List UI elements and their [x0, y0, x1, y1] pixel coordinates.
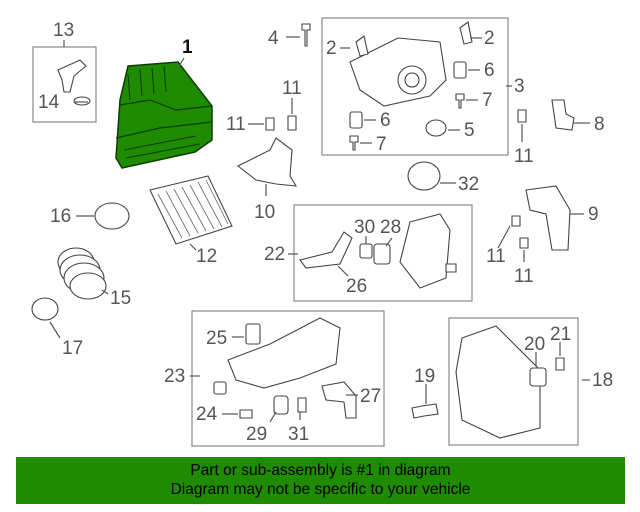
- part-2-clip-left[interactable]: [355, 35, 369, 57]
- group-box-23: [191, 310, 385, 447]
- part-18-resonator-chamber[interactable]: [455, 325, 541, 439]
- part-6-grommet-upper[interactable]: [453, 61, 467, 79]
- banner-line-1: Part or sub-assembly is #1 in diagram: [190, 462, 451, 479]
- callout-11-c: 11: [514, 146, 534, 167]
- callout-13: 13: [53, 20, 74, 41]
- part-30-grommet[interactable]: [359, 243, 373, 259]
- part-27-bracket[interactable]: [321, 381, 357, 419]
- part-11-bolt-a[interactable]: [265, 117, 275, 131]
- callout-31: 31: [288, 424, 309, 445]
- part-32-seal[interactable]: [407, 161, 441, 191]
- part-11-bolt-d[interactable]: [511, 215, 521, 227]
- callout-28: 28: [380, 217, 401, 238]
- callout-14: 14: [38, 92, 60, 113]
- part-21-bolt[interactable]: [555, 357, 565, 371]
- callout-12: 12: [196, 246, 217, 267]
- callout-17: 17: [62, 338, 83, 359]
- callout-3: 3: [514, 76, 525, 97]
- part-17-clamp[interactable]: [31, 297, 59, 321]
- part-9-bracket[interactable]: [525, 185, 571, 251]
- part-24-bolt[interactable]: [239, 409, 253, 419]
- callout-15: 15: [110, 288, 131, 309]
- notice-banner: Part or sub-assembly is #1 in diagram Di…: [16, 457, 625, 504]
- leader-lines: [49, 36, 590, 423]
- callout-29: 29: [246, 424, 267, 445]
- callout-20: 20: [524, 334, 545, 355]
- part-11-bolt-c[interactable]: [517, 109, 527, 123]
- callout-27: 27: [360, 386, 381, 407]
- callout-11-a: 11: [226, 114, 246, 135]
- part-20-grommet[interactable]: [529, 367, 547, 387]
- part-1-air-cleaner-housing[interactable]: [115, 61, 213, 169]
- part-12-air-filter[interactable]: [149, 175, 233, 245]
- part-15-intake-hose[interactable]: [57, 247, 107, 300]
- callout-5: 5: [464, 120, 475, 141]
- part-23-grommet[interactable]: [213, 381, 227, 395]
- callout-6-lower: 6: [380, 110, 391, 131]
- callout-25: 25: [206, 328, 227, 349]
- callout-8: 8: [594, 114, 605, 135]
- callout-16: 16: [50, 206, 71, 227]
- group-box-18: [448, 317, 579, 446]
- part-23-intake-tube[interactable]: [227, 317, 341, 389]
- callout-10: 10: [254, 202, 275, 223]
- callout-9: 9: [588, 204, 599, 225]
- part-11-bolt-b[interactable]: [287, 115, 297, 131]
- callout-2-right: 2: [484, 28, 495, 49]
- callout-26: 26: [346, 276, 367, 297]
- part-31-bolt[interactable]: [297, 397, 307, 413]
- callout-32: 32: [458, 174, 479, 195]
- callout-7-upper: 7: [482, 90, 493, 111]
- callout-4: 4: [268, 28, 279, 49]
- part-8-bracket[interactable]: [551, 99, 575, 131]
- part-19-bolt[interactable]: [411, 403, 439, 419]
- callout-22: 22: [264, 244, 285, 265]
- part-2-clip-right[interactable]: [459, 21, 473, 45]
- part-10-bracket[interactable]: [236, 137, 298, 187]
- part-16-clamp[interactable]: [94, 202, 130, 230]
- part-11-bolt-e[interactable]: [519, 237, 529, 249]
- part-7-bolt-lower[interactable]: [349, 135, 359, 151]
- callout-21: 21: [550, 324, 571, 345]
- part-29-mount[interactable]: [273, 395, 289, 415]
- part-4-bolt[interactable]: [301, 23, 311, 47]
- callout-11-d: 11: [486, 246, 506, 267]
- group-box-22: [293, 204, 473, 302]
- callout-7-lower: 7: [376, 134, 387, 155]
- part-3-resonator[interactable]: [349, 37, 447, 107]
- part-13-sensor[interactable]: [57, 59, 91, 106]
- callout-30: 30: [354, 217, 375, 238]
- part-26-bracket[interactable]: [299, 231, 353, 269]
- part-22-intake-duct[interactable]: [399, 213, 451, 289]
- callout-18: 18: [592, 370, 613, 391]
- part-28-mount[interactable]: [373, 243, 391, 265]
- callout-2-left: 2: [326, 38, 337, 59]
- callout-19: 19: [414, 366, 435, 387]
- part-7-bolt-upper[interactable]: [455, 93, 465, 109]
- callout-1: 1: [182, 37, 193, 58]
- callout-11-e: 11: [514, 266, 534, 287]
- part-25-grommet[interactable]: [245, 323, 261, 345]
- part-6-grommet-lower[interactable]: [349, 111, 363, 129]
- part-22-bolt[interactable]: [445, 263, 457, 273]
- callout-24: 24: [196, 404, 218, 425]
- callout-11-b: 11: [282, 78, 302, 99]
- callout-6-upper: 6: [484, 60, 495, 81]
- part-5-mount[interactable]: [425, 119, 447, 137]
- banner-line-2: Diagram may not be specific to your vehi…: [170, 481, 471, 498]
- callout-23: 23: [164, 366, 185, 387]
